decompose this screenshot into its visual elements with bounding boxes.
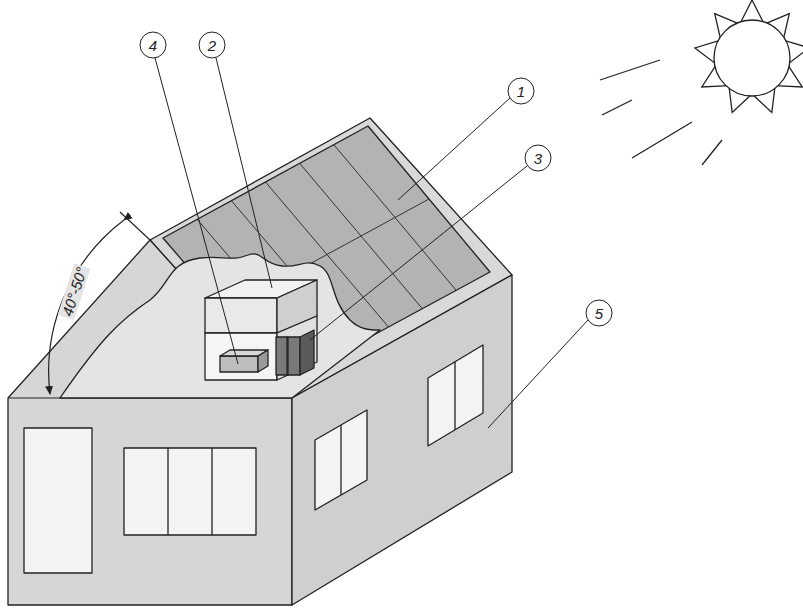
- callout-number: 3: [534, 151, 542, 166]
- inverter: [220, 356, 258, 372]
- window: [428, 345, 483, 446]
- window: [124, 448, 256, 535]
- angle-dimension: [49, 212, 150, 394]
- callout-number: 1: [517, 84, 525, 99]
- cutaway: [60, 254, 380, 398]
- callout-number: 5: [595, 306, 603, 321]
- door: [24, 428, 92, 573]
- battery: [276, 337, 300, 375]
- callout-number: 4: [149, 38, 157, 53]
- window: [315, 410, 367, 510]
- callout-leaders: [140, 32, 612, 428]
- sun: [600, 0, 803, 165]
- callout-number: 2: [208, 38, 216, 53]
